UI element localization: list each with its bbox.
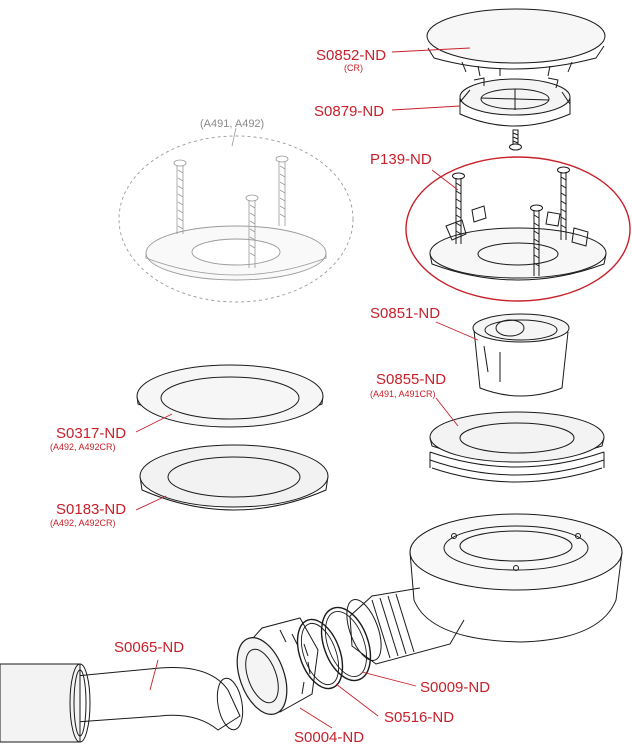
label-s0065: S0065-ND [114, 639, 184, 656]
leader-s0852 [391, 47, 471, 53]
note-s0855: (A491, A491CR) [370, 389, 436, 399]
leader-s0516 [335, 683, 379, 717]
leader-s0851 [435, 321, 479, 341]
part-s0879-cage [459, 77, 571, 127]
label-s0009: S0009-ND [420, 679, 490, 696]
part-p139-flange [405, 156, 631, 302]
leader-s0317 [135, 413, 173, 433]
part-s0065-elbow [0, 663, 244, 743]
part-s0183-ring [139, 444, 329, 511]
leader-s0009 [361, 671, 417, 687]
part-s0855-seal [429, 411, 605, 483]
part-s0516-oring [296, 618, 344, 690]
label-s0852: S0852-ND [316, 47, 386, 64]
part-s0851-basket [472, 313, 570, 397]
ghost-flange-group [118, 127, 354, 303]
label-ghost-group: (A491, A492) [200, 118, 264, 130]
label-p139: P139-ND [370, 151, 432, 168]
note-s0317: (A492, A492CR) [50, 442, 116, 452]
label-s0879: S0879-ND [314, 103, 384, 120]
part-s0852-cap [426, 8, 606, 77]
label-s0855: S0855-ND [376, 371, 446, 388]
note-s0852: (CR) [344, 63, 363, 73]
label-s0516: S0516-ND [384, 709, 454, 726]
part-s0004-nut [236, 617, 319, 715]
leader-s0004 [299, 707, 333, 729]
leader-p139 [431, 169, 459, 191]
leader-s0183 [135, 495, 167, 511]
label-s0851: S0851-ND [370, 305, 440, 322]
leader-s0065 [149, 659, 159, 691]
note-s0183: (A492, A492CR) [50, 518, 116, 528]
part-s0317-ring [136, 364, 324, 428]
label-s0004: S0004-ND [294, 729, 364, 746]
leader-s0855 [435, 397, 459, 427]
label-s0183: S0183-ND [56, 501, 126, 518]
label-s0317: S0317-ND [56, 425, 126, 442]
part-trap-body [346, 513, 623, 665]
part-s0009-oring [320, 606, 372, 682]
leader-s0879 [391, 105, 461, 111]
small-screw [509, 129, 522, 151]
